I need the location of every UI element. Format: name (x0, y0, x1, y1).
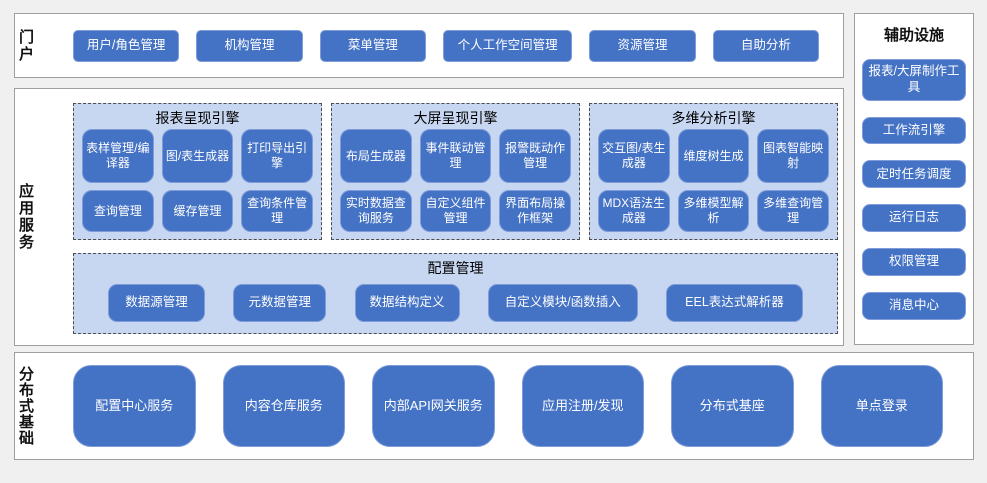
auxiliary-section-title: 辅助设施 (883, 27, 944, 44)
internal-api-gateway-service-button[interactable]: 内部API网关服务 (372, 365, 495, 447)
org-management-button[interactable]: 机构管理 (196, 29, 303, 62)
metadata-management-button[interactable]: 元数据管理 (233, 284, 327, 322)
config-management-title: 配置管理 (427, 260, 484, 276)
personal-workspace-management-button[interactable]: 个人工作空间管理 (443, 29, 573, 62)
distributed-base-button[interactable]: 分布式基座 (671, 365, 794, 447)
auxiliary-section: 辅助设施 报表/大屏制作工具 工作流引擎 定时任务调度 运行日志 权限管理 消息… (854, 13, 974, 345)
style-management-compiler-button[interactable]: 表样管理/编译器 (82, 129, 154, 183)
config-management-row: 数据源管理 元数据管理 数据结构定义 自定义模块/函数插入 EEL表达式解析器 (82, 284, 829, 322)
engine-panels-row: 报表呈现引擎 表样管理/编译器 图/表生成器 打印导出引擎 查询管理 缓存管理 … (73, 103, 838, 240)
menu-management-button[interactable]: 菜单管理 (319, 29, 427, 62)
app-registration-discovery-button[interactable]: 应用注册/发现 (521, 365, 644, 447)
multidim-query-management-button[interactable]: 多维查询管理 (757, 190, 829, 232)
report-engine-title: 报表呈现引擎 (155, 110, 240, 126)
custom-module-function-insert-button[interactable]: 自定义模块/函数插入 (487, 284, 638, 322)
data-structure-definition-button[interactable]: 数据结构定义 (354, 284, 460, 322)
report-engine-panel: 报表呈现引擎 表样管理/编译器 图/表生成器 打印导出引擎 查询管理 缓存管理 … (73, 103, 322, 240)
workflow-engine-button[interactable]: 工作流引擎 (862, 116, 966, 145)
report-engine-grid: 表样管理/编译器 图/表生成器 打印导出引擎 查询管理 缓存管理 查询条件管理 (82, 129, 313, 233)
config-management-panel: 配置管理 数据源管理 元数据管理 数据结构定义 自定义模块/函数插入 EEL表达… (73, 253, 838, 334)
portal-section-label: 门户 (17, 28, 34, 63)
single-sign-on-button[interactable]: 单点登录 (820, 365, 943, 447)
ui-layout-framework-button[interactable]: 界面布局操作框架 (499, 190, 571, 232)
realtime-data-query-service-button[interactable]: 实时数据查询服务 (340, 190, 412, 232)
app-services-section-label: 应用服务 (17, 183, 34, 251)
app-services-section: 应用服务 报表呈现引擎 表样管理/编译器 图/表生成器 打印导出引擎 查询管理 … (14, 88, 844, 346)
content-repository-service-button[interactable]: 内容仓库服务 (222, 365, 345, 447)
scheduled-task-button[interactable]: 定时任务调度 (862, 160, 966, 189)
query-management-button[interactable]: 查询管理 (82, 190, 154, 232)
datasource-management-button[interactable]: 数据源管理 (108, 284, 205, 322)
portal-button-row: 用户/角色管理 机构管理 菜单管理 个人工作空间管理 资源管理 自助分析 (73, 29, 820, 62)
print-export-engine-button[interactable]: 打印导出引擎 (241, 129, 313, 183)
self-service-analysis-button[interactable]: 自助分析 (712, 29, 820, 62)
query-condition-management-button[interactable]: 查询条件管理 (241, 190, 313, 232)
multidim-model-parsing-button[interactable]: 多维模型解析 (677, 190, 750, 232)
permission-management-button[interactable]: 权限管理 (862, 248, 966, 277)
run-log-button[interactable]: 运行日志 (862, 204, 966, 233)
eel-expression-parser-button[interactable]: EEL表达式解析器 (666, 284, 803, 322)
mdx-syntax-generator-button[interactable]: MDX语法生成器 (598, 190, 670, 232)
screen-engine-grid: 布局生成器 事件联动管理 报警既动作管理 实时数据查询服务 自定义组件管理 界面… (340, 129, 571, 233)
portal-section: 门户 用户/角色管理 机构管理 菜单管理 个人工作空间管理 资源管理 自助分析 (14, 13, 844, 78)
app-services-content: 报表呈现引擎 表样管理/编译器 图/表生成器 打印导出引擎 查询管理 缓存管理 … (67, 89, 843, 345)
chart-smart-mapping-button[interactable]: 图表智能映射 (757, 129, 829, 183)
alarm-action-management-button[interactable]: 报警既动作管理 (499, 129, 571, 183)
layout-generator-button[interactable]: 布局生成器 (340, 129, 412, 183)
multidim-engine-title: 多维分析引擎 (671, 110, 756, 126)
interactive-chart-generator-button[interactable]: 交互图/表生成器 (598, 129, 670, 183)
dimension-tree-generation-button[interactable]: 维度树生成 (677, 129, 750, 183)
user-role-management-button[interactable]: 用户/角色管理 (73, 29, 180, 62)
foundation-section: 分布式基础 配置中心服务 内容仓库服务 内部API网关服务 应用注册/发现 分布… (14, 352, 974, 460)
multidim-engine-grid: 交互图/表生成器 维度树生成 图表智能映射 MDX语法生成器 多维模型解析 多维… (598, 129, 829, 233)
event-linkage-management-button[interactable]: 事件联动管理 (419, 129, 492, 183)
foundation-button-row: 配置中心服务 内容仓库服务 内部API网关服务 应用注册/发现 分布式基座 单点… (73, 365, 943, 447)
resource-management-button[interactable]: 资源管理 (589, 29, 696, 62)
foundation-section-label: 分布式基础 (17, 366, 34, 446)
chart-table-generator-button[interactable]: 图/表生成器 (161, 129, 234, 183)
message-center-button[interactable]: 消息中心 (862, 292, 966, 321)
report-screen-authoring-tool-button[interactable]: 报表/大屏制作工具 (862, 59, 966, 101)
screen-engine-title: 大屏呈现引擎 (413, 110, 498, 126)
screen-engine-panel: 大屏呈现引擎 布局生成器 事件联动管理 报警既动作管理 实时数据查询服务 自定义… (331, 103, 580, 240)
cache-management-button[interactable]: 缓存管理 (161, 190, 234, 232)
custom-component-management-button[interactable]: 自定义组件管理 (419, 190, 492, 232)
multidim-engine-panel: 多维分析引擎 交互图/表生成器 维度树生成 图表智能映射 MDX语法生成器 多维… (589, 103, 838, 240)
config-center-service-button[interactable]: 配置中心服务 (73, 365, 196, 447)
